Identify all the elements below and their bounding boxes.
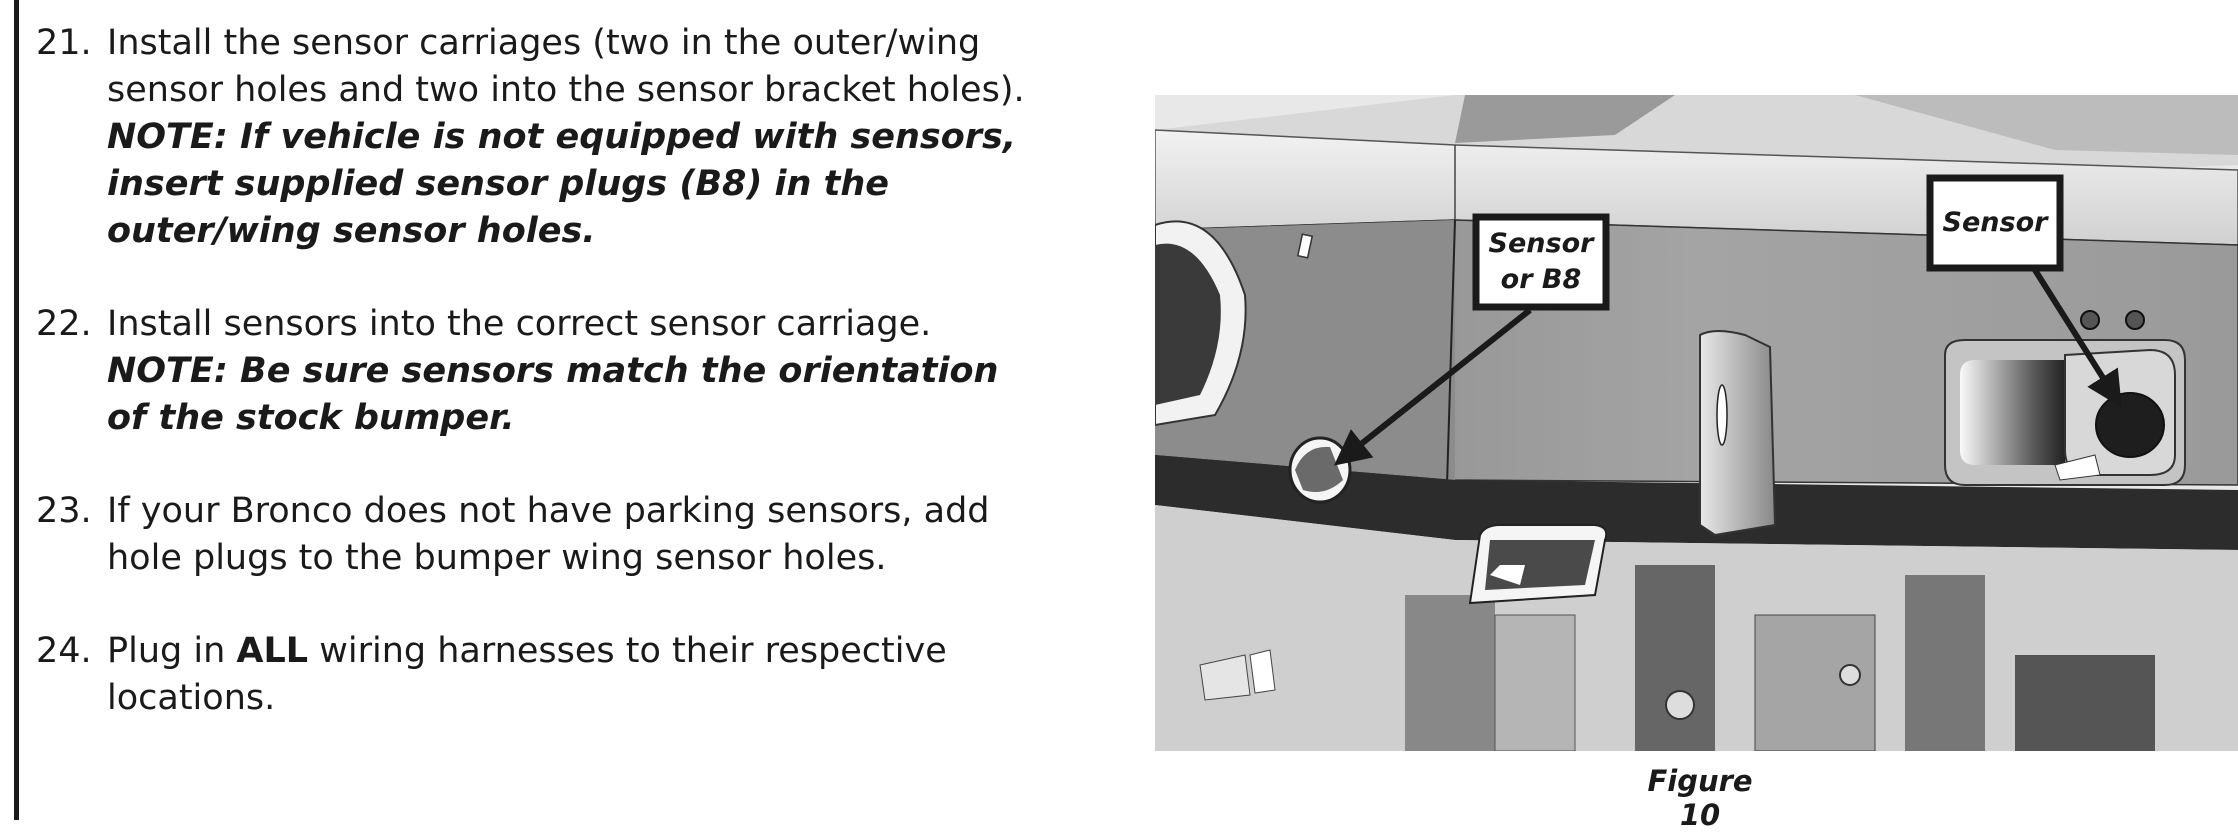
step-text: Install sensors into the correct sensor … — [107, 304, 932, 344]
step-emphasis: ALL — [236, 631, 309, 671]
step-number: 24. — [36, 631, 92, 671]
step-text: wiring harnesses to their respective loc… — [107, 631, 947, 718]
arrow-to-bracket-sensor — [2032, 268, 2122, 408]
callout-box-sensor — [1926, 174, 2064, 272]
callout-label-sensor-or-b8-line1: Sensor — [1489, 228, 1596, 259]
step-number: 23. — [36, 491, 92, 531]
step-number: 21. — [36, 23, 92, 63]
figure-caption: Figure 10 — [1647, 764, 1753, 832]
instruction-steps: 21. Install the sensor carriages (two in… — [36, 20, 1046, 768]
step-note: NOTE: Be sure sensors match the orientat… — [107, 351, 999, 438]
figure-bumper-illustration: Sensor or B8 Sensor — [1155, 95, 2238, 751]
callout-label-sensor: Sensor — [1943, 207, 2050, 238]
callout-box-sensor-or-b8 — [1472, 213, 1610, 311]
step-23: 23. If your Bronco does not have parking… — [36, 488, 1046, 582]
step-21: 21. Install the sensor carriages (two in… — [36, 20, 1046, 255]
step-22: 22. Install sensors into the correct sen… — [36, 301, 1046, 442]
step-24: 24. Plug in ALL wiring harnesses to thei… — [36, 628, 1046, 722]
step-number: 22. — [36, 304, 92, 344]
step-text: Plug in — [107, 631, 226, 671]
callout-label-sensor-or-b8-line2: or B8 — [1501, 264, 1582, 295]
step-text: Install the sensor carriages (two in the… — [107, 23, 1025, 110]
step-note: NOTE: If vehicle is not equipped with se… — [107, 117, 1017, 251]
arrow-to-wing-sensor-hole — [1333, 307, 1532, 466]
left-margin-rule — [14, 0, 19, 820]
step-text: If your Bronco does not have parking sen… — [107, 491, 990, 578]
